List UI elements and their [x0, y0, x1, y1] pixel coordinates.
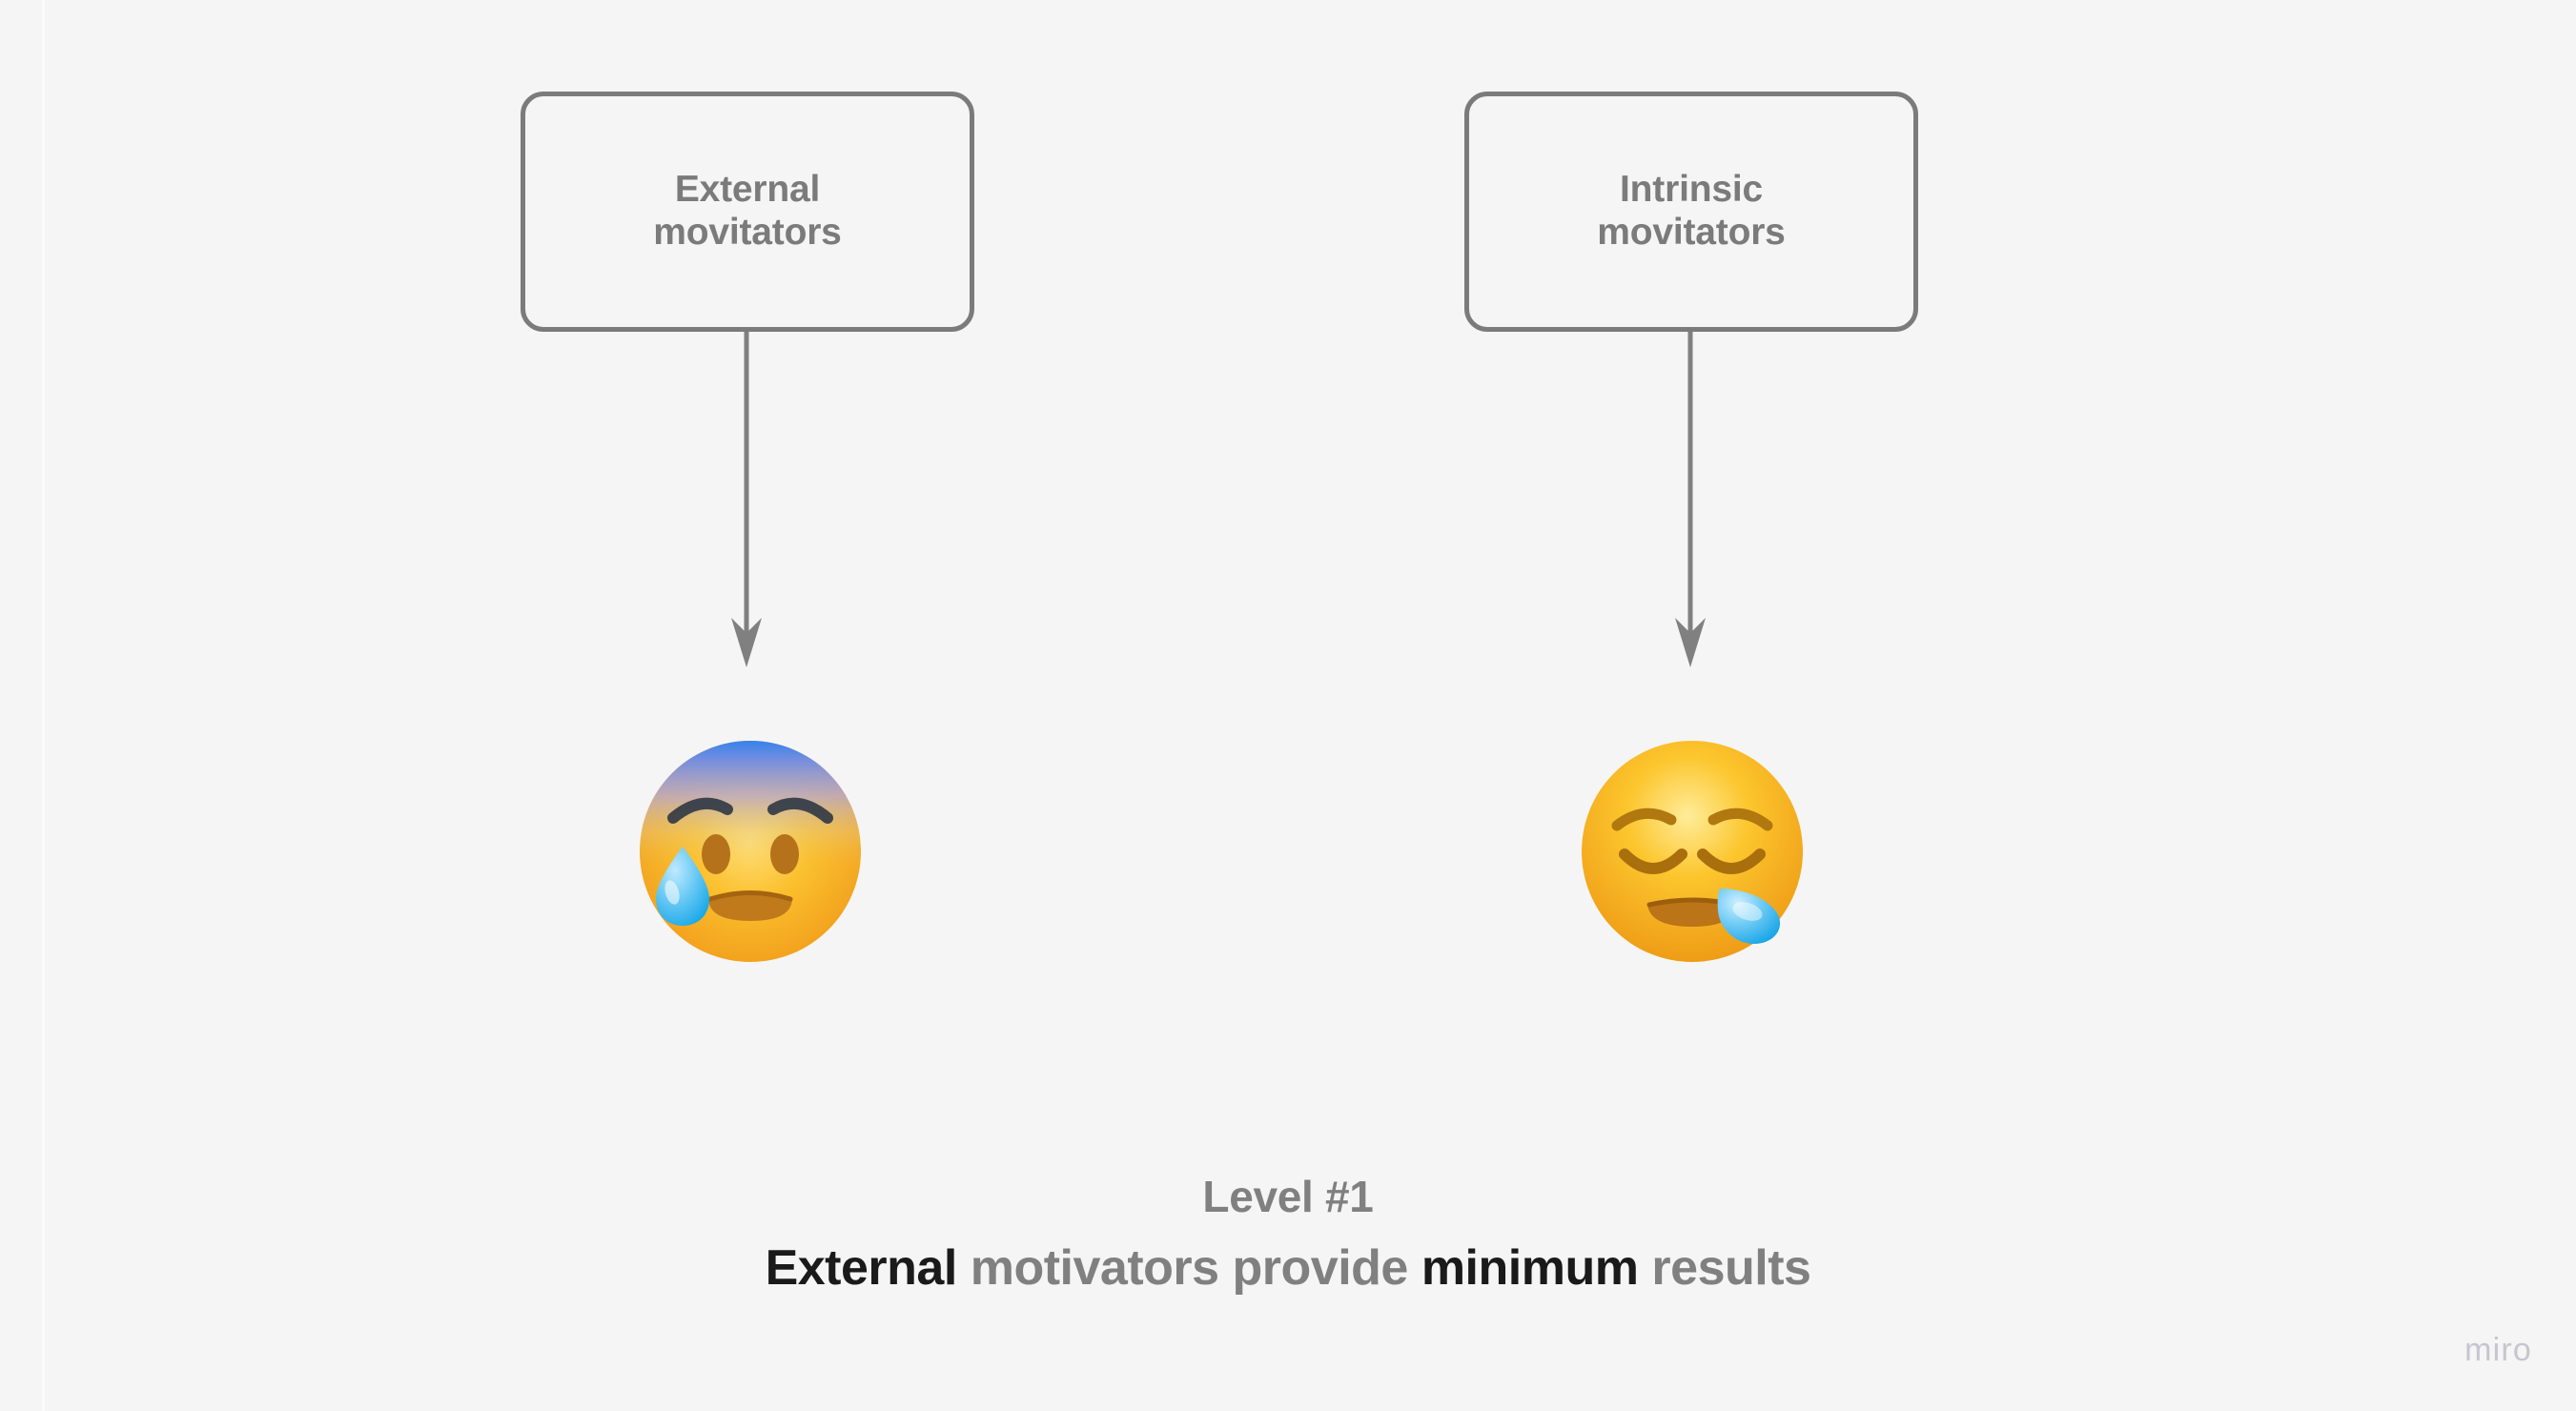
sleepy-face-emoji[interactable]	[1575, 734, 1809, 969]
caption-word-results: results	[1651, 1240, 1811, 1296]
caption-word-minimum: minimum	[1421, 1240, 1639, 1296]
caption-word-motivators: motivators	[970, 1240, 1219, 1296]
arrow-down-icon	[731, 332, 762, 667]
frame-edge-divider	[42, 0, 45, 1411]
node-external-motivators[interactable]: External movitators	[521, 92, 974, 332]
caption-word-provide: provide	[1232, 1240, 1409, 1296]
connector-arrow-external[interactable]	[727, 332, 766, 675]
node-intrinsic-label-line1: Intrinsic	[1620, 169, 1763, 211]
node-external-label-line1: External	[674, 169, 821, 211]
caption-block: Level #1 External motivators provide min…	[0, 1171, 2576, 1297]
caption-word-external: External	[765, 1240, 958, 1296]
miro-watermark: miro	[2464, 1332, 2532, 1368]
anxious-face-with-sweat-emoji[interactable]	[633, 734, 868, 969]
caption-level-label: Level #1	[1202, 1172, 1374, 1221]
caption-statement: External motivators provide minimum resu…	[0, 1239, 2576, 1297]
node-intrinsic-motivators[interactable]: Intrinsic movitators	[1464, 92, 1918, 332]
arrow-down-icon	[1675, 332, 1706, 667]
node-intrinsic-label-line2: movitators	[1597, 212, 1786, 253]
node-external-label-line2: movitators	[653, 212, 842, 253]
connector-arrow-intrinsic[interactable]	[1671, 332, 1709, 675]
